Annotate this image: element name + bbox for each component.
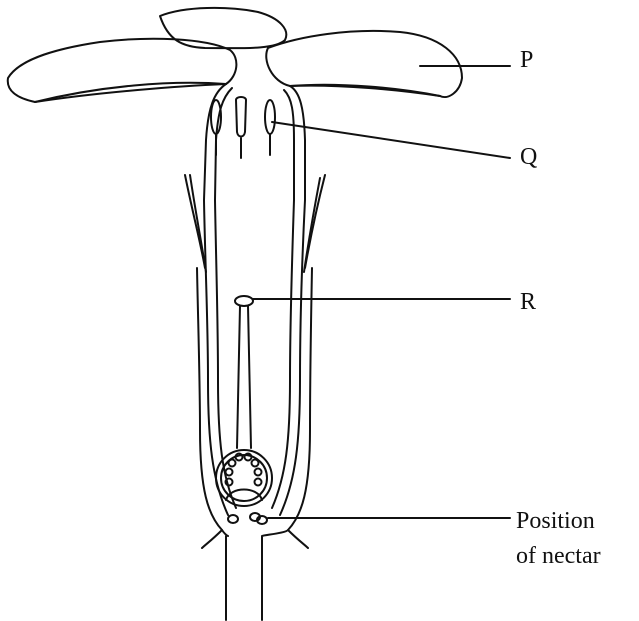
sepal-right-2 xyxy=(304,178,320,272)
label-nectar-line2: of nectar xyxy=(516,544,601,568)
stigma xyxy=(235,296,253,306)
label-q: Q xyxy=(520,145,537,169)
corolla-wall-left-inner xyxy=(215,88,236,508)
sepal-right xyxy=(305,175,325,268)
corolla-wall-right-outer xyxy=(280,86,305,515)
stamen-right xyxy=(265,100,275,155)
petal-top-back xyxy=(160,8,286,48)
sepal-left xyxy=(185,175,205,268)
pedicel xyxy=(202,530,308,620)
stamen-middle xyxy=(236,97,246,158)
nectaries xyxy=(228,513,267,524)
label-nectar-line1: Position xyxy=(516,509,595,533)
style xyxy=(237,306,251,448)
stamen-left xyxy=(211,100,221,155)
label-r: R xyxy=(520,290,536,314)
label-p: P xyxy=(520,48,533,72)
leader-line-q xyxy=(272,122,510,158)
